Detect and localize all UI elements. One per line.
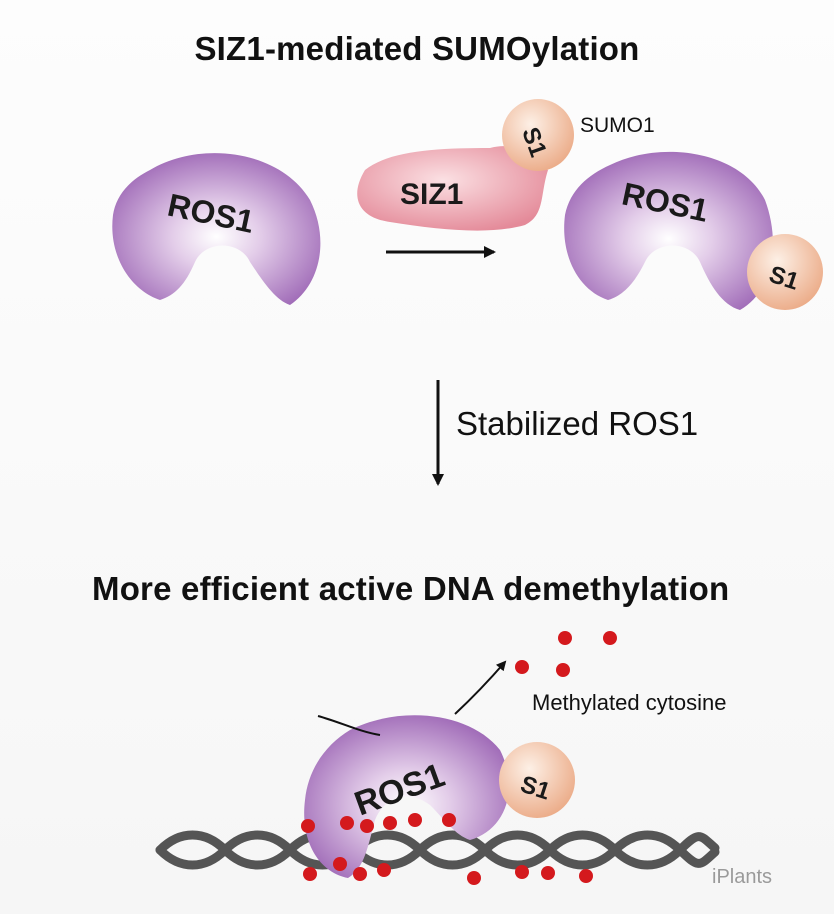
methylated-cytosines — [301, 631, 617, 885]
methylated-cytosine-label: Methylated cytosine — [532, 690, 727, 715]
title-demethylation: More efficient active DNA demethylation — [92, 570, 730, 607]
methyl-dot — [603, 631, 617, 645]
methyl-dot — [353, 867, 367, 881]
methyl-dot — [558, 631, 572, 645]
methyl-dot — [467, 871, 481, 885]
siz1-protein: SIZ1 — [357, 146, 548, 231]
methyl-dot — [340, 816, 354, 830]
title-sumoylation: SIZ1-mediated SUMOylation — [194, 30, 640, 67]
methyl-dot — [442, 813, 456, 827]
methyl-dot — [303, 867, 317, 881]
siz1-label: SIZ1 — [400, 178, 463, 211]
methyl-dot — [556, 663, 570, 677]
watermark: iPlants — [712, 866, 773, 888]
stabilized-ros1-label: Stabilized ROS1 — [456, 405, 699, 442]
sumo-on-siz1: S1 — [502, 99, 574, 171]
sumo-on-ros1-right: S1 — [747, 234, 823, 310]
methyl-dot — [377, 863, 391, 877]
sumo-on-ros1-bottom: S1 — [499, 742, 575, 818]
methyl-dot — [301, 819, 315, 833]
ros1-protein-left: ROS1 — [112, 153, 321, 305]
methyl-dot — [333, 857, 347, 871]
methyl-dot — [408, 813, 422, 827]
sumo1-label: SUMO1 — [580, 114, 655, 137]
methyl-dot — [541, 866, 555, 880]
release-arrow — [317, 662, 505, 736]
methyl-dot — [579, 869, 593, 883]
methyl-dot — [515, 660, 529, 674]
methyl-dot — [383, 816, 397, 830]
ros1-protein-right: ROS1 — [564, 151, 773, 310]
dna-double-helix — [155, 830, 720, 870]
methyl-dot — [360, 819, 374, 833]
methyl-dot — [515, 865, 529, 879]
